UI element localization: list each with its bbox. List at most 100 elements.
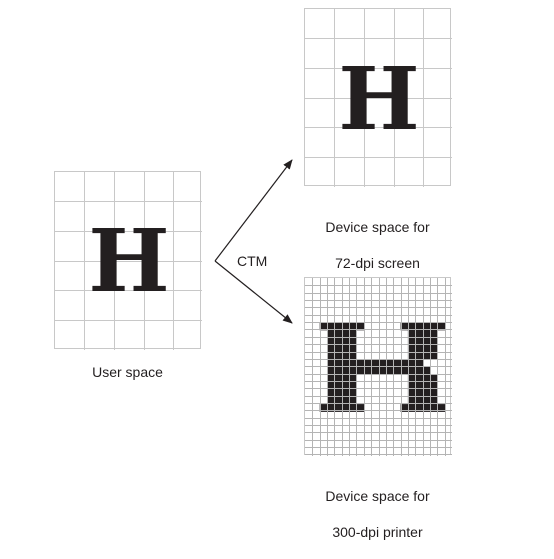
printer-caption-line-2: 300-dpi printer — [332, 524, 423, 540]
printer-letter-pixel — [334, 344, 343, 353]
printer-letter-pixel — [327, 389, 335, 398]
printer-letter-pixel — [415, 359, 423, 368]
printer-letter-pixel — [415, 389, 423, 398]
user-space-letter: H — [88, 211, 169, 312]
printer-letter-pixel — [349, 396, 357, 405]
printer-letter-pixel — [341, 404, 350, 412]
printer-letter-pixel — [415, 404, 423, 412]
printer-letter-pixel — [341, 322, 350, 331]
printer-letter-pixel — [341, 389, 350, 398]
printer-letter-pixel — [378, 359, 387, 368]
printer-letter-pixel — [415, 352, 423, 360]
printer-letter-pixel — [422, 337, 431, 346]
printer-letter-pixel — [407, 352, 416, 360]
printer-letter-pixel — [334, 404, 343, 412]
printer-letter-pixel — [327, 396, 335, 405]
printer-letter-pixel — [334, 352, 343, 360]
printer-letter-pixel — [349, 374, 357, 383]
printer-letter-pixel — [334, 389, 343, 398]
printer-letter-pixel — [371, 367, 379, 375]
printer-letter-pixel — [429, 352, 438, 360]
printer-letter-pixel — [429, 389, 438, 398]
printer-letter-pixel — [422, 381, 431, 390]
printer-letter-pixel — [415, 322, 423, 331]
printer-letter-pixel — [341, 374, 350, 383]
printer-letter-pixel — [415, 337, 423, 346]
printer-letter-pixel — [334, 367, 343, 375]
screen-caption-line-2: 72-dpi screen — [335, 255, 420, 271]
printer-letter-pixel — [334, 396, 343, 405]
printer-letter-pixel — [415, 396, 423, 405]
printer-letter-pixel — [422, 374, 431, 383]
printer-letter-pixel — [429, 344, 438, 353]
printer-letter-pixel — [363, 367, 372, 375]
printer-letter-pixel — [349, 367, 357, 375]
printer-letter-pixel — [385, 359, 394, 368]
printer-letter-pixel — [349, 404, 357, 412]
printer-letter-pixel — [385, 367, 394, 375]
printer-letter-pixel — [327, 367, 335, 375]
printer-letter-pixel — [349, 344, 357, 353]
printer-letter-pixel — [415, 329, 423, 338]
user-space-grid-lines: H — [55, 172, 202, 350]
screen-device-space-letter: H — [338, 49, 419, 150]
printer-letter-pixel — [407, 322, 416, 331]
printer-letter-pixel — [400, 404, 409, 412]
printer-letter-pixel — [422, 329, 431, 338]
printer-letter-pixel — [356, 359, 365, 368]
printer-letter-pixel — [422, 322, 431, 331]
printer-letter-pixel — [341, 344, 350, 353]
printer-letter-pixel — [429, 396, 438, 405]
printer-letter-pixel — [422, 367, 431, 375]
printer-letter-pixel — [341, 367, 350, 375]
printer-letter-pixel — [407, 389, 416, 398]
printer-letter-pixel — [400, 367, 409, 375]
printer-letter-pixel — [378, 367, 387, 375]
printer-letter-pixel — [429, 337, 438, 346]
ctm-arrow-to-screen — [214, 159, 293, 262]
printer-letter-pixel — [319, 404, 328, 412]
printer-letter-pixel — [422, 352, 431, 360]
printer-letter-pixel — [334, 359, 343, 368]
printer-letter-pixel — [341, 359, 350, 368]
screen-caption-line-1: Device space for — [325, 219, 430, 235]
printer-letter-pixel — [334, 322, 343, 331]
user-space-grid: H — [54, 171, 202, 350]
printer-letter-pixel — [407, 381, 416, 390]
printer-letter-pixel — [422, 344, 431, 353]
printer-letter-pixel — [349, 359, 357, 368]
printer-device-space-grid: H — [304, 277, 452, 456]
printer-letter-pixel — [327, 329, 335, 338]
printer-letter-pixel — [407, 396, 416, 405]
ctm-label: CTM — [237, 253, 268, 269]
printer-letter-pixel — [327, 404, 335, 412]
printer-letter-pixel — [341, 337, 350, 346]
ctm-arrow-to-printer — [214, 260, 293, 324]
printer-letter-pixel — [407, 359, 416, 368]
printer-letter-pixel — [407, 329, 416, 338]
printer-letter-pixel — [429, 381, 438, 390]
printer-letter-pixel — [429, 374, 438, 383]
printer-letter-pixel — [429, 322, 438, 331]
printer-letter-pixel — [407, 344, 416, 353]
printer-letter-pixel — [415, 381, 423, 390]
printer-letter-pixel — [393, 359, 401, 368]
printer-letter-pixel — [349, 381, 357, 390]
printer-caption-line-1: Device space for — [325, 488, 430, 504]
printer-letter-pixel — [371, 359, 379, 368]
printer-letter-pixel — [349, 389, 357, 398]
printer-letter-pixel — [349, 322, 357, 331]
printer-device-space-grid-lines: H — [305, 278, 452, 456]
printer-letter-pixel — [437, 322, 446, 331]
printer-letter-pixel — [422, 389, 431, 398]
printer-letter-pixel — [415, 374, 423, 383]
printer-letter-pixel — [349, 337, 357, 346]
printer-letter-pixel — [400, 322, 409, 331]
printer-letter-pixel — [334, 337, 343, 346]
printer-letter-pixel — [400, 359, 409, 368]
printer-letter-pixel — [407, 374, 416, 383]
screen-device-space-caption: Device space for 72-dpi screen — [289, 200, 466, 290]
printer-letter-pixel — [356, 322, 365, 331]
printer-letter-pixel — [407, 404, 416, 412]
printer-letter-pixel — [393, 367, 401, 375]
